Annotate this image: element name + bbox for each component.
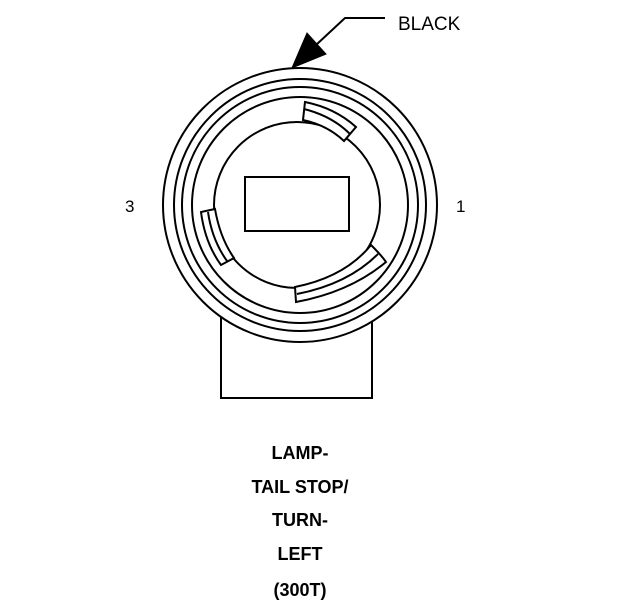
terminal-slot-right: [293, 243, 388, 304]
caption-line-2: TAIL STOP/: [251, 477, 349, 497]
ring-3: [181, 86, 419, 324]
terminal-cavity: [244, 176, 350, 232]
caption-line-3: TURN-: [272, 510, 328, 530]
caption-line-1: LAMP-: [271, 443, 329, 463]
pin-label-left: 3: [125, 197, 135, 216]
callout-label: BLACK: [398, 14, 461, 35]
pin-label-right: 1: [456, 197, 466, 216]
callout-arrowhead: [291, 32, 327, 69]
callout-leader-line: [315, 17, 385, 46]
caption-line-5: (300T): [273, 580, 327, 600]
ring-4: [191, 96, 409, 314]
caption-line-4: LEFT: [277, 544, 323, 564]
ring-2: [173, 78, 427, 332]
